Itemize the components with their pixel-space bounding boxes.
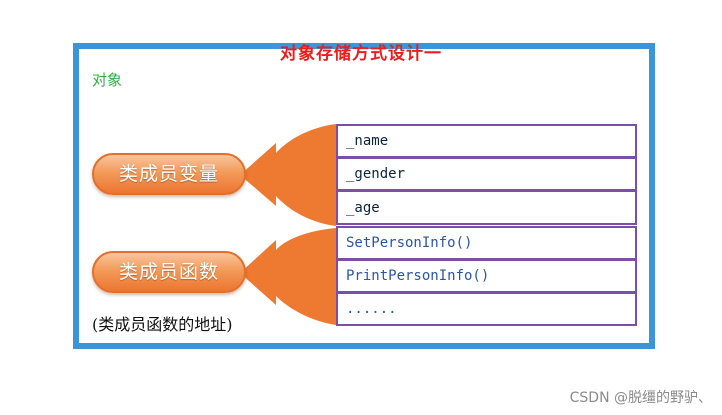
method-cell-ellipsis: ...... bbox=[336, 292, 637, 326]
diagram-title: 对象存储方式设计一 bbox=[280, 44, 442, 64]
member-functions-pill: 类成员函数 bbox=[92, 251, 246, 293]
object-label: 对象 bbox=[92, 71, 123, 89]
arrow-to-member-variables bbox=[240, 124, 336, 226]
csdn-watermark: CSDN @脱缰的野驴、 bbox=[569, 390, 712, 406]
field-cell-gender: _gender bbox=[336, 157, 637, 191]
field-cell-name: _name bbox=[336, 124, 637, 158]
arrow-to-member-functions bbox=[240, 228, 336, 325]
method-cell-setpersoninfo: SetPersonInfo() bbox=[336, 226, 637, 260]
member-functions-note: (类成员函数的地址) bbox=[92, 315, 233, 334]
field-cell-age: _age bbox=[336, 190, 637, 225]
method-cell-printpersoninfo: PrintPersonInfo() bbox=[336, 259, 637, 293]
member-variables-pill: 类成员变量 bbox=[92, 153, 246, 195]
